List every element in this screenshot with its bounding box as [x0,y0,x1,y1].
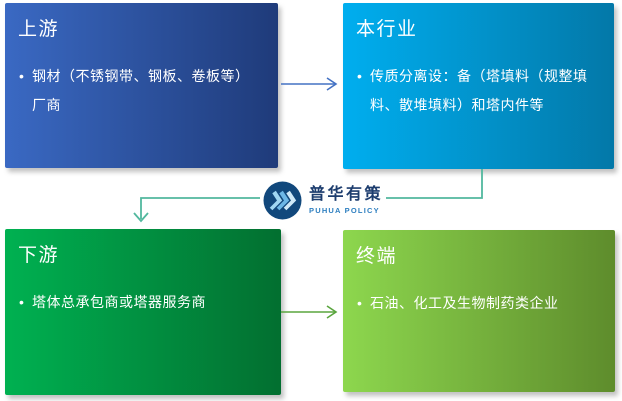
box-downstream-bullets: • 塔体总承包商或塔器服务商 [5,288,281,317]
bullet-dot: • [19,294,25,310]
bullet-line: 料、散堆填料）和塔内件等 [370,97,544,113]
box-terminal-bullets: • 石油、化工及生物制药类企业 [343,289,615,318]
puhua-policy-logo: 普华有策 PUHUA POLICY [260,180,387,221]
bullet-dot: • [357,295,363,311]
bullet-line: 石油、化工及生物制药类企业 [370,295,559,311]
box-terminal: 终端 • 石油、化工及生物制药类企业 [343,230,615,392]
box-terminal-title: 终端 [356,246,398,267]
arrow-upstream-to-industry-icon [281,77,338,91]
bullet-line: 钢材（不锈钢带、钢板、卷板等） [32,68,250,84]
bullet-line: 厂商 [32,97,61,113]
list-item: • 塔体总承包商或塔器服务商 [19,288,260,317]
box-industry-title: 本行业 [356,19,418,40]
box-upstream-bullets: • 钢材（不锈钢带、钢板、卷板等） 厂商 [5,62,278,120]
box-industry-bullets: • 传质分离设：备（塔填料（规整填 料、散堆填料）和塔内件等 [343,62,614,120]
box-downstream-title: 下游 [18,245,60,266]
bullet-line: 传质分离设：备（塔填料（规整填 [370,68,588,84]
box-upstream: 上游 • 钢材（不锈钢带、钢板、卷板等） 厂商 [5,3,278,168]
box-industry: 本行业 • 传质分离设：备（塔填料（规整填 料、散堆填料）和塔内件等 [343,3,614,169]
box-upstream-title: 上游 [18,19,60,40]
arrow-downstream-to-terminal-icon [281,305,338,319]
logo-name-cn: 普华有策 [309,185,384,203]
list-item: • 钢材（不锈钢带、钢板、卷板等） 厂商 [19,62,260,120]
list-item: • 石油、化工及生物制药类企业 [357,289,597,318]
logo-text: 普华有策 PUHUA POLICY [309,186,383,216]
list-item: • 传质分离设：备（塔填料（规整填 料、散堆填料）和塔内件等 [357,62,596,120]
triple-chevron-right-icon [263,181,302,220]
bullet-line: 塔体总承包商或塔器服务商 [32,294,206,310]
bullet-dot: • [357,68,363,84]
box-downstream: 下游 • 塔体总承包商或塔器服务商 [5,229,281,395]
logo-name-en: PUHUA POLICY [309,205,380,215]
bullet-dot: • [19,68,25,84]
